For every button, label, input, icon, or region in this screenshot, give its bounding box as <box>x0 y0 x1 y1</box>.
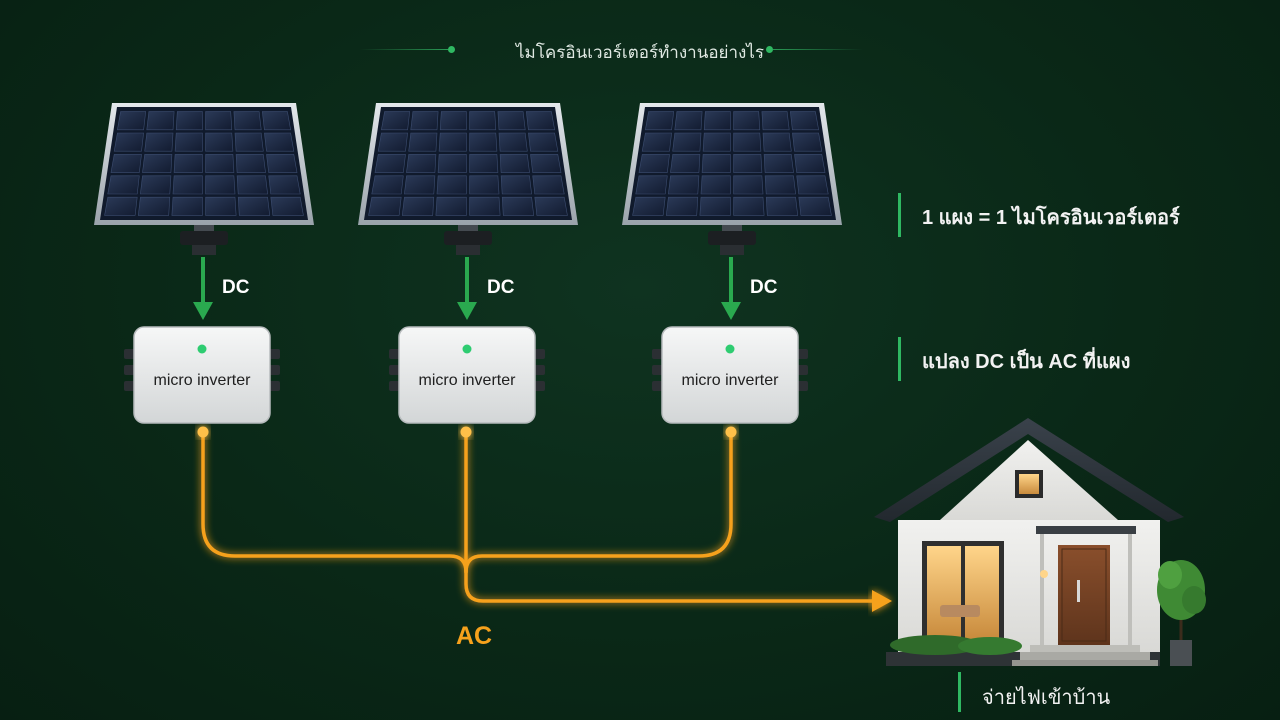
ac-wiring <box>201 430 878 603</box>
dc-label-1: DC <box>222 277 250 298</box>
note-accent-bar <box>958 672 961 712</box>
dc-label-2: DC <box>487 277 515 298</box>
dc-arrow-3 <box>721 257 741 320</box>
note-text: แปลง DC เป็น AC ที่แผง <box>922 351 1131 373</box>
title-dot-right <box>766 46 773 53</box>
ac-arrow-head <box>872 590 892 612</box>
title-divider-right <box>773 49 863 50</box>
title-dot-left <box>448 46 455 53</box>
diagram-title: ไมโครอินเวอร์เตอร์ทำงานอย่างไร <box>515 43 765 63</box>
inverter-label-1: micro inverter <box>153 372 251 389</box>
note-text: 1 แผง = 1 ไมโครอินเวอร์เตอร์ <box>922 207 1180 229</box>
inverter-label-2: micro inverter <box>418 372 516 389</box>
note-accent-bar <box>898 337 901 381</box>
solar-panel-3 <box>621 102 843 256</box>
dc-arrow-2 <box>457 257 477 320</box>
inverter-label-3: micro inverter <box>681 372 779 389</box>
title-divider-left <box>360 49 448 50</box>
house-label: จ่ายไฟเข้าบ้าน <box>982 687 1111 709</box>
ac-label: AC <box>456 622 493 650</box>
dc-label-3: DC <box>750 277 778 298</box>
dc-arrow-1 <box>193 257 213 320</box>
note-accent-bar <box>898 193 901 237</box>
solar-panel-2 <box>357 102 579 256</box>
house <box>874 418 1206 666</box>
solar-panel-1 <box>93 102 315 256</box>
ac-connection-points <box>197 426 737 438</box>
diagram-title-row: ไมโครอินเวอร์เตอร์ทำงานอย่างไร <box>0 38 1280 63</box>
